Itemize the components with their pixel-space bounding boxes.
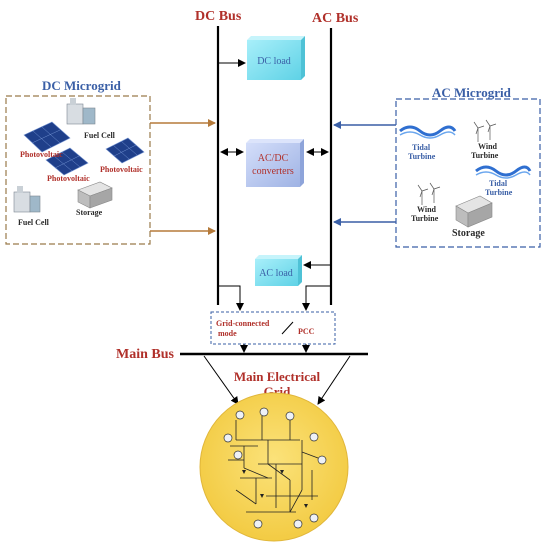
ac-item-wind-1: Wind (478, 142, 498, 151)
grid-network-icon (228, 416, 319, 513)
ac-item-turbine-3: Turbine (485, 188, 513, 197)
dc-sources-icons (13, 98, 145, 213)
main-bus-label: Main Bus (116, 347, 175, 362)
generator-icons (223, 407, 327, 529)
ac-item-tidal-1: Tidal (412, 143, 431, 152)
pcc-switch (281, 321, 294, 335)
ac-bus-to-pcc (302, 285, 331, 311)
dc-load-box: DC load (247, 36, 305, 80)
bus-to-grid-right (317, 355, 351, 405)
ac-item-wind-2: Wind (417, 205, 437, 214)
dc-item-fuel-cell-2: Fuel Cell (18, 218, 50, 227)
pcc-label: PCC (298, 327, 315, 336)
ac-item-turbine-2: Turbine (471, 151, 499, 160)
solar-panel-icon (45, 147, 89, 176)
wind-turbine-icon (473, 119, 497, 142)
ac-item-tidal-2: Tidal (489, 179, 508, 188)
converter-label-line1: AC/DC (258, 153, 289, 164)
grid-title-line1: Main Electrical (234, 369, 321, 384)
fuel-cell-icon (66, 98, 96, 125)
ac-load-label: AC load (259, 268, 293, 279)
ac-item-turbine-1: Turbine (408, 152, 436, 161)
dc-item-fuel-cell-1: Fuel Cell (84, 131, 116, 140)
solar-panel-icon (105, 137, 145, 164)
ac-bus-label: AC Bus (312, 11, 359, 26)
ac-item-storage: Storage (452, 228, 485, 239)
storage-icon (455, 195, 493, 228)
ac-microgrid-box (395, 98, 541, 248)
bus-to-grid-left (203, 355, 239, 405)
dc-microgrid-title: DC Microgrid (42, 78, 122, 93)
tidal-turbine-icon (475, 165, 532, 179)
grid-connected-label-line2: mode (218, 329, 237, 338)
converter-box: AC/DC converters (246, 139, 304, 187)
dc-item-storage: Storage (76, 208, 103, 217)
ac-sources-icons (399, 119, 532, 228)
main-grid-circle (199, 392, 349, 542)
dc-load-label: DC load (257, 56, 291, 67)
grid-connected-label-line1: Grid-connected (216, 319, 270, 328)
dc-bus-label: DC Bus (195, 9, 242, 24)
dc-item-photovoltaic-3: Photovoltaic (100, 165, 143, 174)
pcc-box (210, 311, 336, 345)
wind-turbine-icon (417, 182, 441, 205)
dc-microgrid-box (5, 95, 151, 245)
dc-bus-to-pcc (218, 285, 244, 311)
tidal-turbine-icon (399, 125, 457, 139)
ac-load-box: AC load (255, 255, 302, 286)
fuel-cell-icon (13, 186, 41, 213)
ac-item-turbine-4: Turbine (411, 214, 439, 223)
converter-label-line2: converters (252, 166, 294, 177)
dc-item-photovoltaic-1: Photovoltaic (20, 150, 63, 159)
ac-microgrid-title: AC Microgrid (432, 85, 512, 100)
storage-icon (77, 181, 113, 209)
dc-item-photovoltaic-2: Photovoltaic (47, 174, 90, 183)
solar-panel-icon (23, 121, 71, 153)
load-arrow-icons (242, 470, 308, 508)
